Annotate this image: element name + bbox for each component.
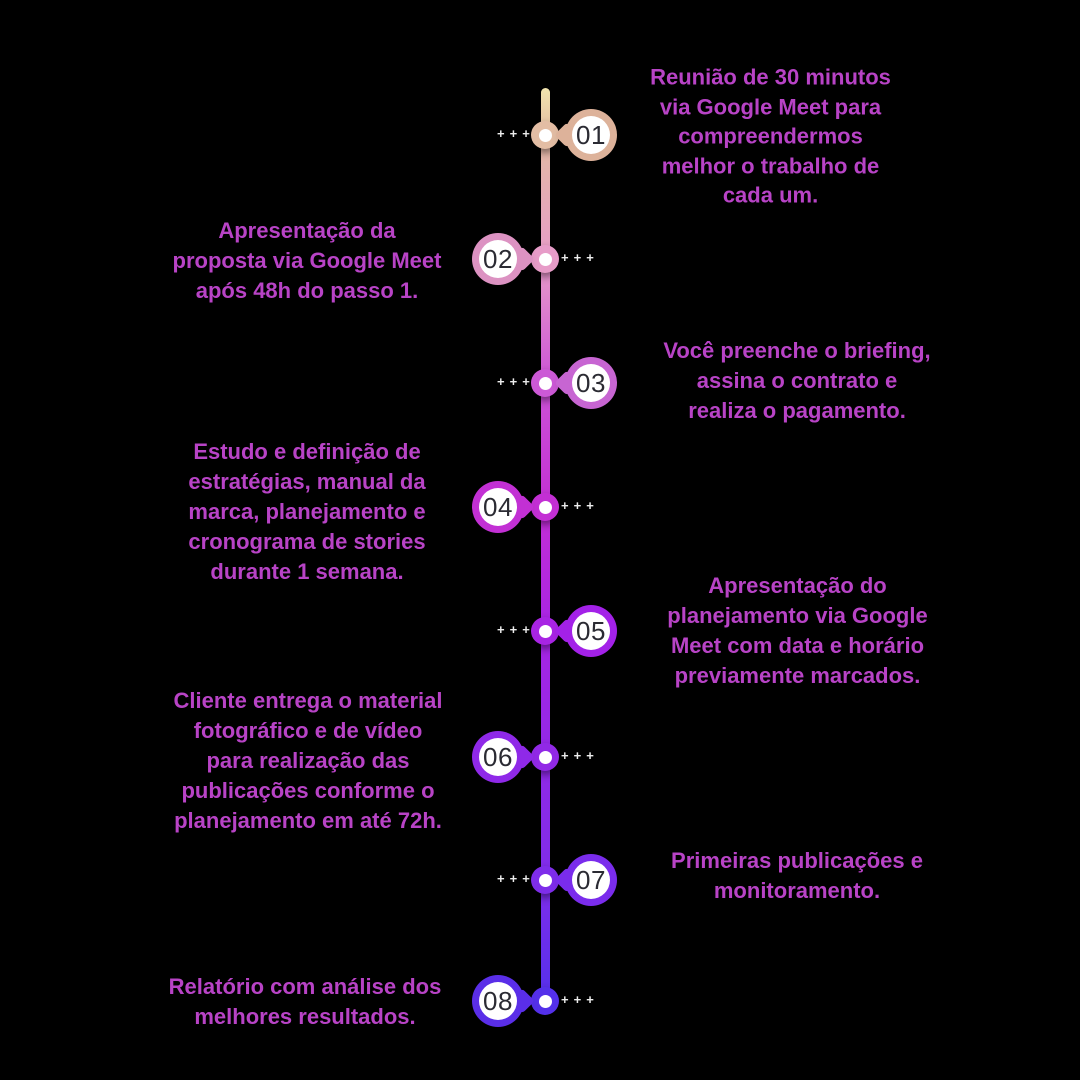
node-dot-icon — [538, 750, 552, 764]
step-number-badge: 04 — [472, 481, 535, 533]
badge-circle: 02 — [479, 240, 517, 278]
plus-dash-icon: + — [561, 748, 569, 763]
node-dot-icon — [538, 873, 552, 887]
badge-circle: 01 — [572, 116, 610, 154]
plus-dash-icon: + — [509, 126, 518, 141]
dash-dots-icon: + + + — [497, 375, 530, 389]
badge-circle: 03 — [572, 364, 610, 402]
dash-dots-icon: + + + — [561, 749, 594, 763]
step-description: Reunião de 30 minutos via Google Meet pa… — [650, 64, 891, 208]
timeline-node-icon — [531, 743, 559, 771]
plus-dash-icon: + — [522, 374, 530, 389]
badge-circle: 04 — [479, 488, 517, 526]
plus-dash-icon: + — [497, 622, 505, 637]
node-dot-icon — [538, 128, 552, 142]
plus-dash-icon: + — [497, 871, 505, 886]
timeline-node-icon — [531, 987, 559, 1015]
dash-dots-icon: + + + — [561, 993, 594, 1007]
plus-dash-icon: + — [509, 374, 518, 389]
node-dot-icon — [538, 500, 552, 514]
timeline-node-icon — [531, 617, 559, 645]
node-dot-icon — [538, 252, 552, 266]
step-number: 04 — [483, 491, 513, 522]
step-description: Estudo e definição de estratégias, manua… — [188, 439, 426, 584]
step-description: Cliente entrega o material fotográfico e… — [173, 688, 443, 833]
plus-dash-icon: + — [561, 250, 569, 265]
timeline-node-icon — [531, 369, 559, 397]
step-number-badge: 03 — [554, 357, 617, 409]
step-number: 01 — [576, 119, 606, 150]
dash-dots-icon: + + + — [561, 499, 594, 513]
badge-circle: 08 — [479, 982, 517, 1020]
step-number: 07 — [576, 864, 606, 895]
plus-dash-icon: + — [586, 250, 594, 265]
plus-dash-icon: + — [573, 250, 582, 265]
plus-dash-icon: + — [509, 871, 518, 886]
badge-circle: 07 — [572, 861, 610, 899]
timeline-line — [541, 88, 550, 1003]
timeline-node-icon — [531, 493, 559, 521]
node-dot-icon — [538, 376, 552, 390]
step-number-badge: 02 — [472, 233, 535, 285]
badge-circle: 05 — [572, 612, 610, 650]
plus-dash-icon: + — [573, 748, 582, 763]
plus-dash-icon: + — [497, 126, 505, 141]
dash-dots-icon: + + + — [497, 872, 530, 886]
node-dot-icon — [538, 624, 552, 638]
dash-dots-icon: + + + — [497, 623, 530, 637]
plus-dash-icon: + — [573, 498, 582, 513]
timeline-node-icon — [531, 121, 559, 149]
step-number: 03 — [576, 367, 606, 398]
step-number-badge: 08 — [472, 975, 535, 1027]
step-number: 05 — [576, 615, 606, 646]
step-number: 02 — [483, 243, 513, 274]
plus-dash-icon: + — [586, 992, 594, 1007]
plus-dash-icon: + — [573, 992, 582, 1007]
node-dot-icon — [538, 994, 552, 1008]
dash-dots-icon: + + + — [561, 251, 594, 265]
plus-dash-icon: + — [497, 374, 505, 389]
plus-dash-icon: + — [522, 871, 530, 886]
plus-dash-icon: + — [522, 126, 530, 141]
step-number: 08 — [483, 985, 513, 1016]
plus-dash-icon: + — [522, 622, 530, 637]
plus-dash-icon: + — [586, 498, 594, 513]
step-description: Você preenche o briefing, assina o contr… — [663, 338, 931, 423]
step-number-badge: 06 — [472, 731, 535, 783]
step-number-badge: 05 — [554, 605, 617, 657]
step-number-badge: 07 — [554, 854, 617, 906]
step-number-badge: 01 — [554, 109, 617, 161]
badge-circle: 06 — [479, 738, 517, 776]
step-description: Primeiras publicações e monitoramento. — [671, 848, 923, 903]
timeline-node-icon — [531, 866, 559, 894]
step-number: 06 — [483, 741, 513, 772]
step-description: Relatório com análise dos melhores resul… — [168, 974, 442, 1029]
timeline-node-icon — [531, 245, 559, 273]
dash-dots-icon: + + + — [497, 127, 530, 141]
step-description: Apresentação do planejamento via Google … — [667, 573, 928, 688]
plus-dash-icon: + — [561, 498, 569, 513]
step-description: Apresentação da proposta via Google Meet… — [172, 218, 442, 303]
plus-dash-icon: + — [509, 622, 518, 637]
plus-dash-icon: + — [586, 748, 594, 763]
plus-dash-icon: + — [561, 992, 569, 1007]
